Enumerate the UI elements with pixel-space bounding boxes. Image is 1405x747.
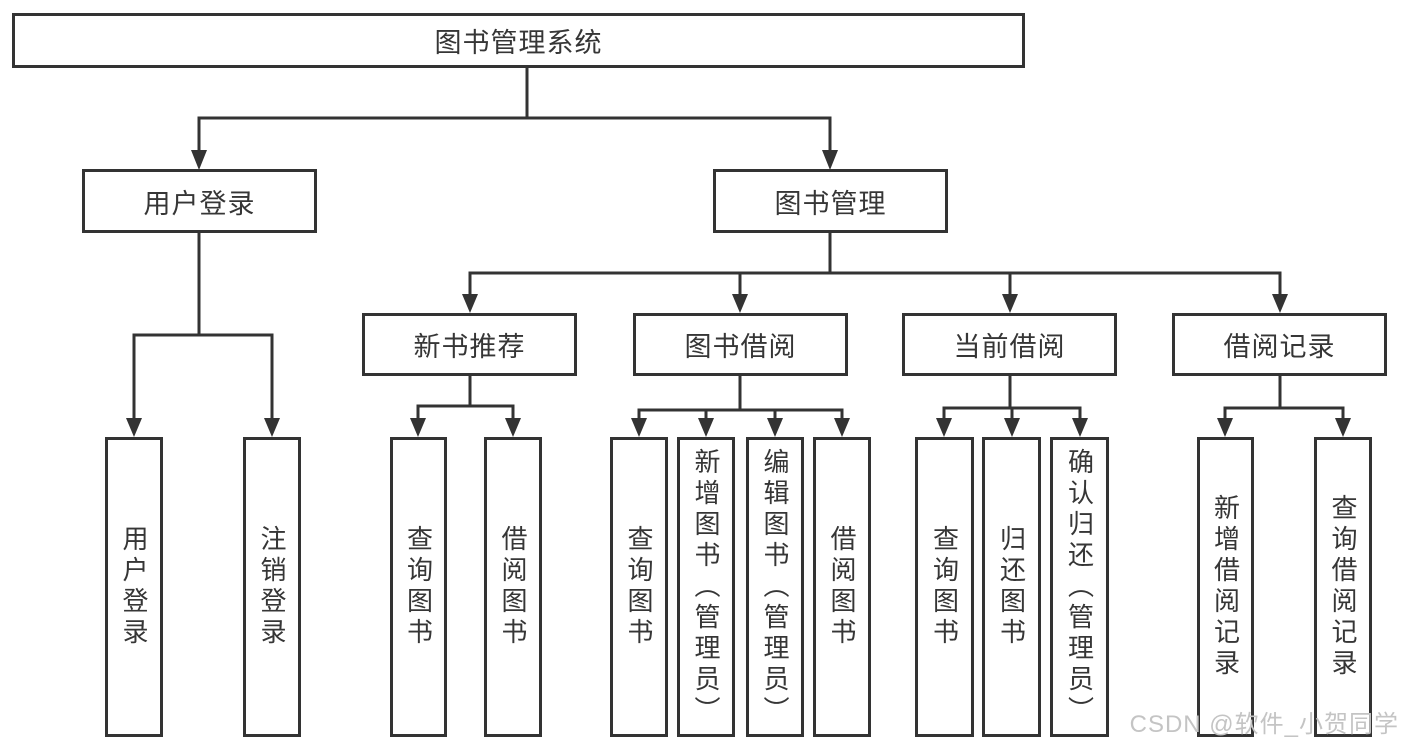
node-leaf-query-borrow-record: 查询借阅记录 — [1314, 437, 1372, 737]
node-leaf-query-books-1-label: 查询图书 — [403, 525, 434, 649]
node-root-label: 图书管理系统 — [434, 28, 603, 58]
node-leaf-borrow-books-1: 借阅图书 — [484, 437, 542, 737]
node-new-book-recommend: 新书推荐 — [362, 313, 577, 376]
node-book-borrowing-label: 图书借阅 — [684, 332, 797, 362]
node-book-management: 图书管理 — [713, 169, 948, 233]
node-leaf-query-books-3-label: 查询图书 — [929, 525, 960, 649]
connector-book-mgmt-children — [468, 233, 1282, 301]
node-leaf-user-login: 用户登录 — [105, 437, 163, 737]
csdn-watermark: CSDN @软件_小贺同学 — [1129, 711, 1399, 738]
connector-borrow-record-children — [1223, 376, 1345, 426]
node-leaf-user-login-label: 用户登录 — [119, 525, 149, 649]
node-book-management-label: 图书管理 — [774, 188, 887, 219]
node-leaf-query-books-2: 查询图书 — [610, 437, 668, 737]
connector-book-borrow-children — [637, 376, 844, 426]
node-user-login: 用户登录 — [82, 169, 317, 233]
arrowheads — [126, 150, 1351, 437]
connector-user-login-children — [132, 233, 274, 426]
node-leaf-edit-books-admin-label: 编辑图书（管理员） — [760, 447, 790, 727]
node-borrowing-records-label: 借阅记录 — [1223, 332, 1336, 362]
node-user-login-label: 用户登录 — [143, 188, 256, 219]
node-leaf-add-borrow-record-label: 新增借阅记录 — [1210, 494, 1241, 680]
node-borrowing-records: 借阅记录 — [1172, 313, 1387, 376]
node-leaf-return-books: 归还图书 — [982, 437, 1041, 737]
node-leaf-borrow-books-2: 借阅图书 — [813, 437, 871, 737]
node-leaf-logout-label: 注销登录 — [257, 525, 287, 649]
node-new-book-recommend-label: 新书推荐 — [413, 332, 526, 362]
node-leaf-query-books-1: 查询图书 — [390, 437, 447, 737]
node-leaf-return-books-label: 归还图书 — [996, 525, 1027, 649]
connector-root-to-level1 — [197, 68, 832, 158]
connector-new-book-children — [416, 376, 515, 426]
node-leaf-add-books-admin: 新增图书（管理员） — [677, 437, 735, 737]
node-book-borrowing: 图书借阅 — [633, 313, 848, 376]
node-leaf-add-borrow-record: 新增借阅记录 — [1197, 437, 1254, 737]
node-leaf-query-books-3: 查询图书 — [915, 437, 974, 737]
node-leaf-borrow-books-1-label: 借阅图书 — [498, 525, 528, 649]
node-leaf-logout: 注销登录 — [243, 437, 301, 737]
node-root: 图书管理系统 — [12, 13, 1025, 68]
node-leaf-edit-books-admin: 编辑图书（管理员） — [746, 437, 804, 737]
node-leaf-add-books-admin-label: 新增图书（管理员） — [691, 447, 721, 727]
node-leaf-query-borrow-record-label: 查询借阅记录 — [1328, 494, 1358, 680]
node-leaf-confirm-return-admin-label: 确认归还（管理员） — [1064, 447, 1095, 727]
node-current-borrowing-label: 当前借阅 — [953, 332, 1066, 362]
node-current-borrowing: 当前借阅 — [902, 313, 1117, 376]
node-leaf-borrow-books-2-label: 借阅图书 — [827, 525, 857, 649]
node-leaf-confirm-return-admin: 确认归还（管理员） — [1050, 437, 1109, 737]
node-leaf-query-books-2-label: 查询图书 — [624, 525, 654, 649]
